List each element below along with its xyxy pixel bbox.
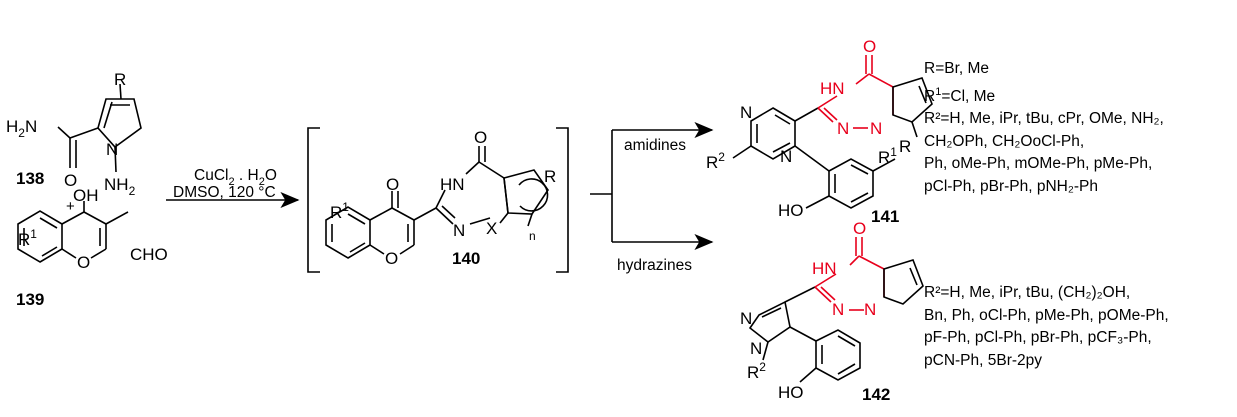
substituent-142-line-2: Bn, Ph, oCl-Ph, pMe-Ph, pOMe-Ph, <box>924 306 1169 324</box>
compound-label-142: 142 <box>862 385 890 404</box>
intermediate-brackets <box>307 127 569 273</box>
compound-label-139: 139 <box>16 290 44 309</box>
compound-141-structure <box>732 55 933 209</box>
compound-138-structure <box>57 83 142 173</box>
atom-R1-140: R1 <box>330 200 349 222</box>
atom-N-138: N <box>106 140 118 159</box>
atom-N-141-b: N <box>870 119 882 138</box>
atom-N-142-pz2: N <box>750 339 762 358</box>
substituent-142-line-4: pCN-Ph, 5Br-2py <box>924 351 1043 369</box>
atom-N-141-pyr1: N <box>740 103 752 122</box>
atom-HO-141: HO <box>778 201 804 220</box>
atom-HO-142: HO <box>778 383 804 402</box>
atom-R-138: R <box>114 70 126 89</box>
atom-R1-141: R1 <box>878 145 897 167</box>
branch-label-hydrazines: hydrazines <box>617 257 692 274</box>
atom-O-142: O <box>853 219 866 238</box>
substituent-R1-line: R1=Cl, Me <box>924 85 996 105</box>
atom-R2-141: R2 <box>706 150 725 172</box>
substituent-R2-line-4: pCl-Ph, pBr-Ph, pNH₂-Ph <box>924 177 1098 195</box>
branch-label-amidines: amidines <box>624 137 686 154</box>
atom-X-140: X <box>486 219 497 238</box>
compound-139-structure <box>17 201 129 263</box>
atom-H2N-138: H2N <box>6 117 37 140</box>
reagent-line-2: DMSO, 120 °C <box>173 184 276 201</box>
atom-N-142-a: N <box>832 300 844 319</box>
reagent-line-1: CuCl2 . H2O <box>194 167 277 188</box>
plus-sign: + <box>66 198 75 215</box>
substituent-R-line: R=Br, Me <box>924 60 990 77</box>
atom-NH2-138: NH2 <box>104 175 136 198</box>
substituent-R2-line-3: Ph, oMe-Ph, mOMe-Ph, pMe-Ph, <box>924 155 1153 173</box>
atom-R2-142: R2 <box>747 360 766 382</box>
substituent-R2-line-2: CH₂OPh, CH₂OoCl-Ph, <box>924 132 1085 150</box>
atom-N-140: N <box>453 221 465 240</box>
compound-142-structure <box>748 237 924 383</box>
atom-O-139: O <box>77 253 90 272</box>
substituents-141: R=Br, Me R1=Cl, Me R²=H, Me, iPr, tBu, c… <box>924 58 1164 198</box>
atom-R-140: R <box>544 167 556 186</box>
compound-140-structure <box>325 146 549 259</box>
atom-N-141-a: N <box>837 119 849 138</box>
atom-N-142-b: N <box>864 300 876 319</box>
substituent-142-line-3: pF-Ph, pCl-Ph, pBr-Ph, pCF₃-Ph, <box>924 329 1152 346</box>
atom-O-140-ketone: O <box>386 175 399 194</box>
atom-O-138: O <box>64 171 77 190</box>
atom-N-142-pz1: N <box>740 309 752 328</box>
atom-O-140-ring: O <box>385 249 398 268</box>
atom-O-141: O <box>863 37 876 56</box>
compound-label-140: 140 <box>452 249 480 268</box>
atom-HN-141: HN <box>820 79 845 98</box>
atom-N-141-pyr2: N <box>780 147 792 166</box>
compound-label-141: 141 <box>871 207 899 226</box>
substituent-R2-line-1: R²=H, Me, iPr, tBu, cPr, OMe, NH₂, <box>924 110 1164 128</box>
atom-n-140: n <box>529 229 536 243</box>
substituent-142-line-1: R²=H, Me, iPr, tBu, (CH₂)₂OH, <box>924 284 1131 301</box>
atom-CHO-139: CHO <box>130 245 168 264</box>
branch-lines <box>590 130 613 242</box>
atom-HN-140: HN <box>440 175 465 194</box>
atom-HN-142: HN <box>812 259 837 278</box>
atom-R-141: R <box>899 137 911 156</box>
compound-label-138: 138 <box>16 169 44 188</box>
substituents-142: R²=H, Me, iPr, tBu, (CH₂)₂OH, Bn, Ph, oC… <box>924 282 1169 372</box>
atom-O-140-amide: O <box>474 128 487 147</box>
atom-R1-139: R1 <box>18 227 37 249</box>
atom-OH-139: OH <box>73 186 99 205</box>
